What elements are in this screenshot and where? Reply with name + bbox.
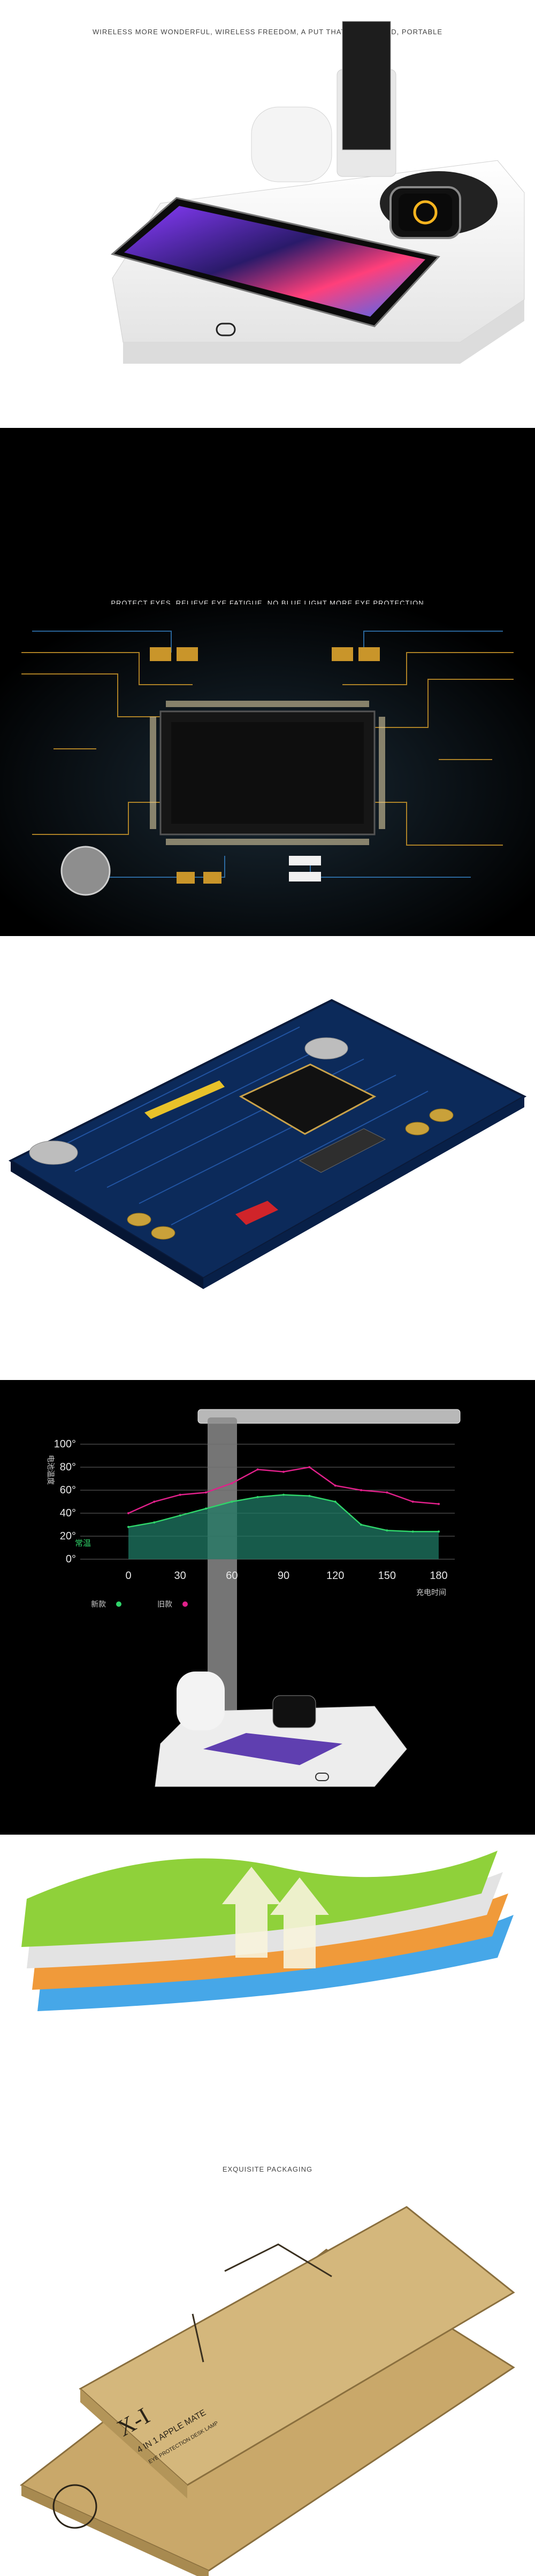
pcb-isometric-illustration (8, 999, 527, 1289)
data-point (256, 1496, 259, 1498)
data-point (411, 1500, 414, 1503)
data-point (153, 1500, 156, 1503)
data-point (438, 1502, 440, 1505)
temperature-chart-section: 电池温度 充电时间 常温 新款 旧款 0° 20° 40° 60° 80° 100° 0 30… (0, 1380, 535, 1835)
y-tick-label: 80° (60, 1461, 76, 1473)
y-tick-label: 20° (60, 1530, 76, 1542)
data-point (360, 1489, 362, 1491)
y-tick-label: 0° (66, 1553, 76, 1565)
data-point (179, 1514, 181, 1517)
x-tick-label: 30 (174, 1570, 186, 1582)
data-point (308, 1494, 311, 1497)
x-tick-label: 90 (278, 1570, 289, 1582)
data-point (153, 1521, 156, 1524)
y-tick-label: 40° (60, 1507, 76, 1519)
data-point (256, 1468, 259, 1471)
data-point (411, 1530, 414, 1533)
y-axis-title: 电池温度 (47, 1455, 55, 1485)
x-tick-label: 120 (326, 1570, 344, 1582)
x-tick-label: 180 (430, 1570, 447, 1582)
data-point (231, 1482, 233, 1485)
packaging-tagline: EXQUISITE PACKAGING (222, 2165, 313, 2173)
data-point (179, 1493, 181, 1496)
gift-box-illustration: X-I 4 IN 1 APPLE MATE EYE PROTECTION DES… (20, 2206, 515, 2576)
legend-old-dot (182, 1601, 188, 1607)
x-tick-label: 60 (226, 1570, 238, 1582)
data-point (334, 1500, 337, 1503)
data-point (205, 1507, 207, 1510)
temperature-chart: 电池温度 充电时间 常温 新款 旧款 0° 20° 40° 60° 80° 100° 0 30… (47, 1409, 461, 1787)
box-seal-icon (52, 2484, 97, 2529)
x-tick-label: 150 (378, 1570, 396, 1582)
packaging-section: EXQUISITE PACKAGING X-I 4 IN 1 APPLE MAT… (0, 1835, 535, 2576)
product-hero-section: WIRELESS MORE WONDERFUL, WIRELESS FREEDO… (0, 0, 535, 428)
data-point (386, 1491, 388, 1494)
normal-temp-label: 常温 (75, 1539, 91, 1548)
legend-new-label: 新款 (91, 1600, 106, 1608)
legend-old-label: 旧款 (157, 1600, 172, 1608)
data-point (334, 1484, 337, 1487)
y-tick-label: 100° (54, 1438, 76, 1450)
data-point (308, 1466, 311, 1468)
data-point (282, 1493, 285, 1496)
x-axis-title: 充电时间 (416, 1588, 446, 1597)
data-point (386, 1529, 388, 1532)
desk-lamp-illustration (155, 1409, 461, 1787)
chart-plot-area: 0° 20° 40° 60° 80° 100° 0 30 60 90 120 150 180 (54, 1438, 455, 1582)
data-point (127, 1512, 129, 1514)
legend-new-dot (116, 1601, 121, 1607)
chart-legend: 新款 旧款 (91, 1600, 188, 1608)
data-point (360, 1523, 362, 1526)
circuit-board-illustration (0, 604, 535, 936)
pcb-isometric-section (0, 936, 535, 1353)
y-tick-label: 60° (60, 1484, 76, 1496)
x-tick-label: 0 (125, 1570, 131, 1582)
data-point (127, 1525, 129, 1528)
data-point (438, 1530, 440, 1533)
data-point (205, 1491, 207, 1494)
data-point (282, 1470, 285, 1473)
data-point (231, 1500, 233, 1503)
material-layers-illustration (21, 1851, 514, 2011)
charging-dock-illustration (110, 21, 525, 364)
series-area-new (128, 1494, 439, 1559)
eye-protection-section: PROTECT EYES, RELIEVE EYE FATIGUE, NO BL… (0, 428, 535, 936)
